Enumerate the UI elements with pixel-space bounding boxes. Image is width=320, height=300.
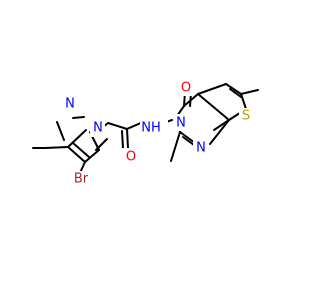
atom-bg-n-pyrazole-1 xyxy=(90,119,105,137)
bond-c3-n2 xyxy=(67,129,87,148)
atom-label-layer: N N NH N O O S N Br xyxy=(62,81,253,187)
atom-n-pyrazole-2: N xyxy=(65,97,75,112)
atom-s: S xyxy=(242,109,250,124)
bond-c2-methyl xyxy=(170,131,181,162)
bond-c5-c6 xyxy=(225,83,242,95)
bond-c4a-c7a xyxy=(197,93,230,121)
atom-bg-n-pyrazole-2 xyxy=(62,93,81,111)
atom-bg-br xyxy=(70,171,92,187)
bond-n2-n1-lower xyxy=(72,116,85,119)
bond-c6-s xyxy=(240,93,247,110)
bond-carbonyl-o xyxy=(126,128,129,149)
atom-amide-nh: NH xyxy=(141,121,161,136)
bond-ch2-carbonyl xyxy=(107,122,128,130)
atom-n1: N xyxy=(196,141,206,156)
atom-o-amide: O xyxy=(126,150,136,165)
bond-c4a-c5 xyxy=(197,83,227,95)
atom-n3: N xyxy=(176,116,186,131)
atom-bg-nh xyxy=(140,118,168,134)
bond-c5-c4 xyxy=(84,149,100,163)
bond-n1-c2 xyxy=(179,131,196,144)
bond-c7a-n1 xyxy=(209,119,230,145)
bond-c5-n2 xyxy=(56,121,65,141)
bond-carbonyl-o-double xyxy=(121,130,124,149)
atom-n-pyrazole-1: N xyxy=(93,121,103,136)
atom-bg-o-keto xyxy=(178,81,193,96)
molecule-structure: N N NH N O O S N Br xyxy=(32,81,259,187)
bond-c3-methyl xyxy=(44,146,69,149)
atom-o-keto: O xyxy=(181,81,191,96)
atom-bg-n1 xyxy=(193,140,208,156)
atom-bg-n3 xyxy=(173,114,188,131)
atom-br: Br xyxy=(74,172,89,187)
bond-c4-c3 xyxy=(67,146,86,163)
atom-bg-o-amide xyxy=(122,148,137,164)
bond-c5-c6-inner xyxy=(229,88,242,98)
bond-c6-methyl xyxy=(240,89,259,95)
bond-c7a-c4a-inner xyxy=(213,119,230,131)
bond-c4-c3-inner xyxy=(72,142,90,158)
atom-bg-s xyxy=(239,108,253,124)
